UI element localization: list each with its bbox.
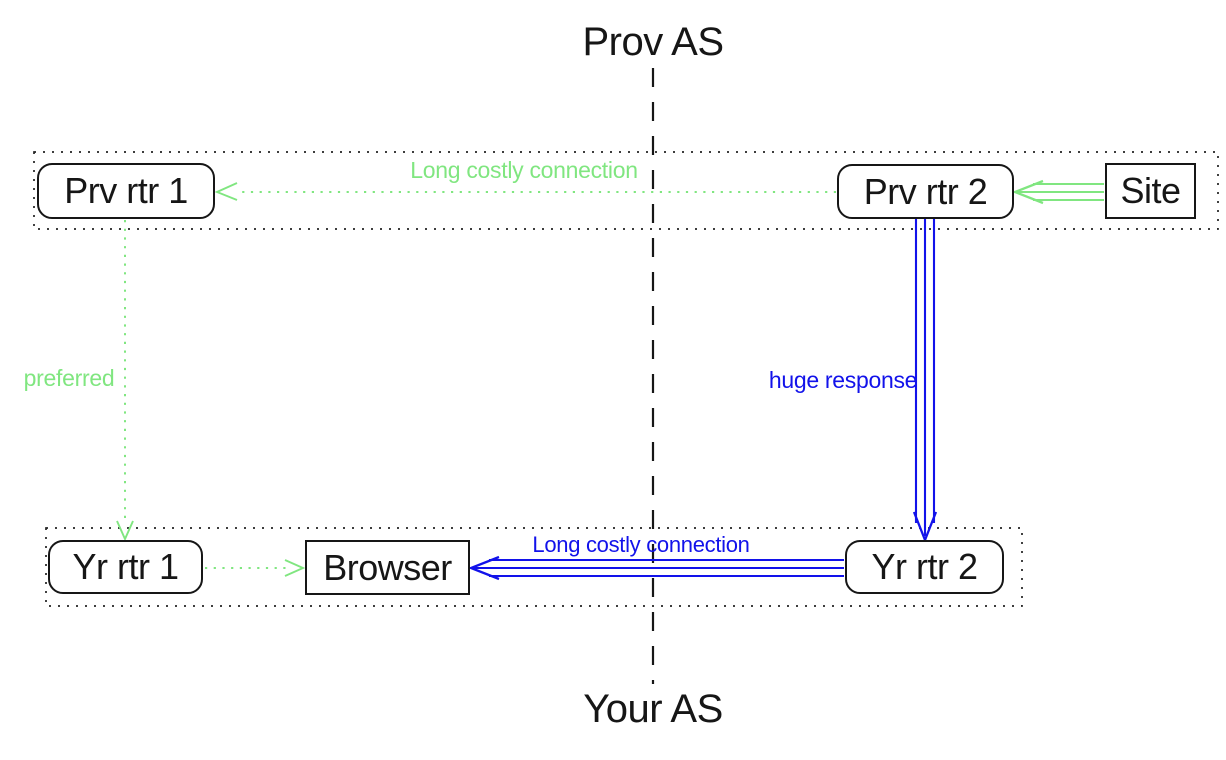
node-prv-rtr-1: Prv rtr 1	[37, 163, 215, 219]
label-long-costly-connection-top: Long costly connection	[410, 157, 638, 183]
node-yr-rtr-1-label: Yr rtr 1	[72, 546, 179, 587]
edge-yr1-to-browser-dotted-arrow	[205, 559, 306, 577]
your-region-border	[45, 527, 1023, 607]
edge-prv2-to-prv1-dotted-arrow	[214, 182, 836, 201]
node-browser: Browser	[305, 540, 470, 595]
label-long-costly-connection-bottom: Long costly connection	[532, 532, 750, 557]
your-as-title: Your AS	[583, 687, 723, 731]
node-yr-rtr-1: Yr rtr 1	[48, 540, 203, 594]
node-site: Site	[1105, 163, 1196, 219]
edge-site-to-prv2-triple-arrow	[1011, 179, 1104, 205]
node-prv-rtr-2-label: Prv rtr 2	[863, 170, 988, 212]
label-preferred: preferred	[23, 365, 115, 391]
label-huge-response: huge response	[768, 367, 918, 393]
edge-yr2-to-browser-triple-arrow	[467, 555, 844, 581]
provider-as-title: Prov AS	[582, 20, 724, 64]
node-yr-rtr-2: Yr rtr 2	[845, 540, 1004, 594]
edge-prv2-to-yr2-triple-arrow	[912, 218, 938, 544]
node-browser-label: Browser	[323, 546, 452, 588]
node-prv-rtr-1-label: Prv rtr 1	[64, 170, 188, 211]
node-site-label: Site	[1120, 170, 1181, 211]
node-yr-rtr-2-label: Yr rtr 2	[871, 546, 978, 587]
node-prv-rtr-2: Prv rtr 2	[837, 164, 1014, 219]
edge-prv1-to-yr1-dotted-arrow	[116, 220, 134, 542]
